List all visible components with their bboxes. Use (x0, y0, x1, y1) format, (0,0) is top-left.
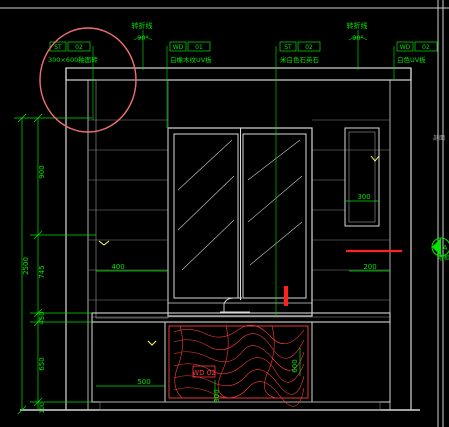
window (167, 127, 313, 317)
material-tag-3: ST 02 米白色石英石 (275, 41, 321, 316)
dim-2500: 2500 (22, 257, 30, 275)
svg-text:转折线: 转折线 (347, 21, 368, 30)
material-tag-1: ST 02 300×600釉面砖 (48, 41, 98, 120)
red-marker (284, 286, 288, 306)
right-wall-cabinet (344, 127, 380, 227)
vertical-dimensions (14, 113, 96, 415)
svg-text:WD: WD (400, 44, 411, 51)
base-cabinet (91, 321, 391, 411)
wood-grain (173, 324, 305, 407)
highlight-circle (39, 27, 137, 133)
dim-base-mid: 300 (213, 389, 221, 402)
dim-900: 900 (38, 165, 46, 178)
breakline-left: 转折线 90° (132, 21, 153, 70)
dim-left-shelf: 400 (111, 263, 124, 271)
left-shelf (95, 79, 169, 319)
section-mark: A (443, 244, 448, 252)
svg-text:02: 02 (75, 44, 83, 51)
tag-4-desc: 白色UV板 (397, 55, 426, 64)
inner-label: WD 02 (192, 369, 215, 377)
dim-right-cabinet: 300 (357, 193, 370, 201)
dim-base-left: 500 (137, 378, 150, 386)
dim-right-shelf: 200 (363, 263, 376, 271)
horizontal-dimensions (96, 200, 390, 402)
svg-text:转折线: 转折线 (132, 21, 153, 30)
svg-text:01: 01 (195, 44, 203, 51)
dim-450: 450 (38, 311, 46, 324)
dim-745: 745 (38, 265, 46, 278)
tile-grid (88, 119, 390, 301)
svg-text:ST: ST (284, 44, 292, 51)
dim-base-right: 600 (291, 359, 299, 372)
faucet (220, 297, 250, 313)
breakline-right: 转折线 90° (347, 21, 368, 70)
svg-text:02: 02 (305, 44, 313, 51)
dim-650: 650 (38, 357, 46, 370)
svg-text:02: 02 (422, 44, 430, 51)
tag-3-desc: 米白色石英石 (280, 55, 320, 64)
section-marker: A 墙柜 (346, 237, 449, 262)
material-tag-4: WD 02 白色UV板 (393, 41, 438, 80)
countertop (91, 312, 391, 323)
wall-outline (20, 67, 420, 411)
section-note: 墙柜 (438, 254, 449, 262)
svg-text:ST: ST (54, 44, 62, 51)
tag-2-desc: 白橡木纹UV板 (170, 55, 212, 64)
tag-1-desc: 300×600釉面砖 (48, 55, 98, 64)
svg-text:WD: WD (173, 44, 184, 51)
edge-note: 剖面 (433, 134, 445, 142)
material-tag-2: WD 01 白橡木纹UV板 (166, 41, 212, 128)
dim-100: 100 (39, 402, 46, 414)
inner-label-box (192, 365, 216, 378)
